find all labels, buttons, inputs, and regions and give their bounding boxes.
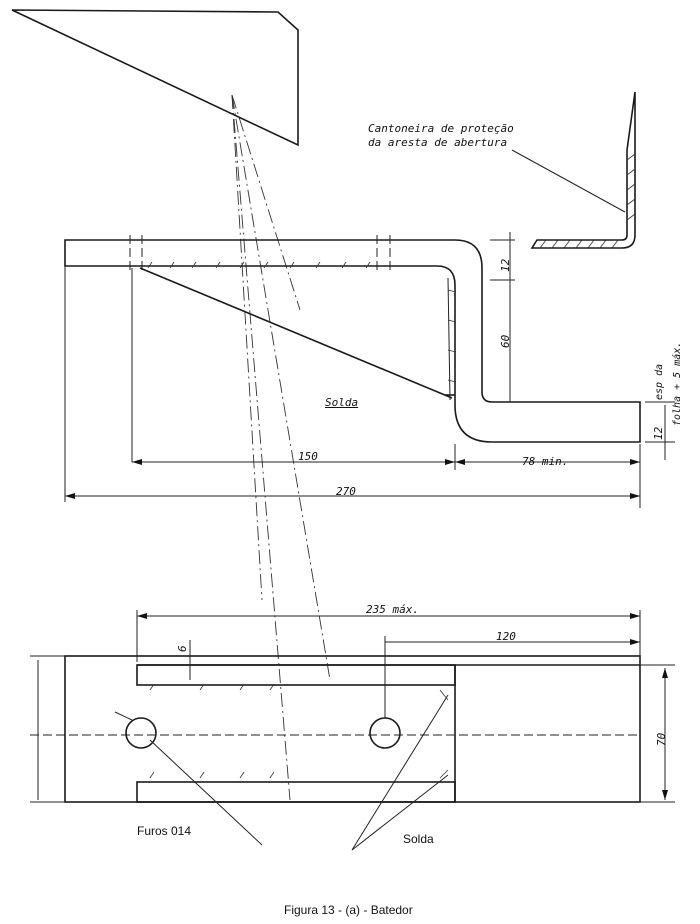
cantoneira-label-line1: Cantoneira de proteção	[368, 122, 514, 135]
dim-78: 78 min.	[522, 455, 569, 468]
projection-lines	[231, 94, 331, 801]
dim-270: 270	[336, 485, 356, 498]
dim-120: 120	[496, 630, 516, 643]
batedor-plan-view	[30, 655, 641, 851]
dim-12-top: 12	[499, 258, 512, 272]
solda-side-label: Solda	[325, 396, 359, 409]
dim-235: 235 máx.	[366, 603, 419, 616]
side-dimensions	[65, 232, 675, 508]
dim-70: 70	[655, 732, 668, 746]
solda-plan-label: Solda	[403, 832, 434, 846]
dim-150: 150	[298, 450, 318, 463]
plan-dimensions	[30, 610, 675, 803]
folha-label: folha + 5 máx.	[672, 341, 683, 426]
cantoneira-label-line2: da aresta de abertura	[368, 136, 508, 149]
door-corner-shape	[11, 9, 299, 147]
protection-angle	[511, 91, 636, 249]
dim-6: 6	[176, 645, 189, 652]
hole-left	[125, 717, 157, 749]
hole-right	[369, 717, 401, 749]
esp-label: esp da	[654, 363, 665, 400]
furos-label: Furos 014	[137, 824, 192, 838]
dim-12-bottom: 12	[652, 426, 665, 440]
batedor-side-view	[64, 235, 641, 502]
figure-caption: Figura 13 - (a) - Batedor	[284, 903, 413, 917]
dim-60: 60	[499, 334, 512, 348]
